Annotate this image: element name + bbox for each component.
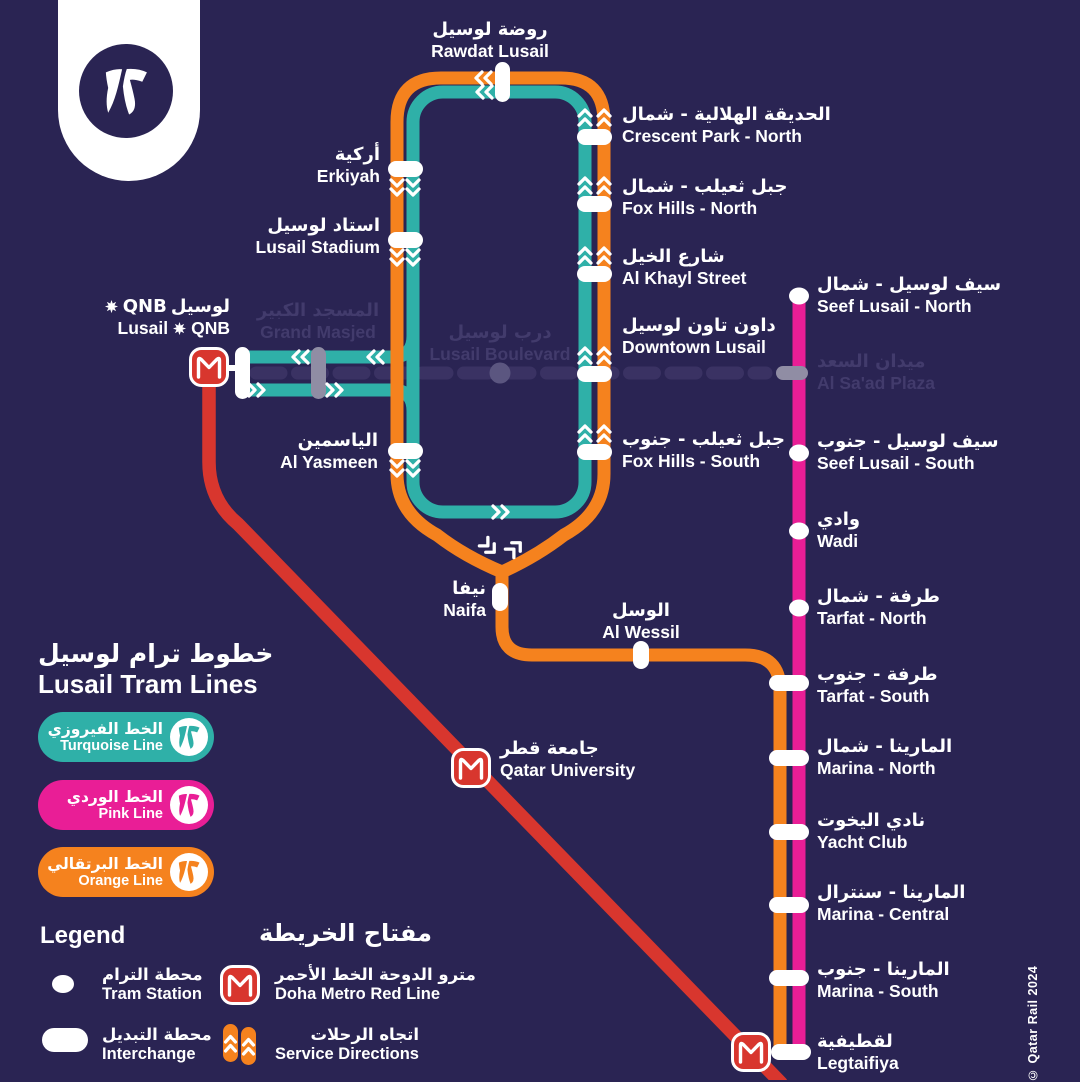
station-marker-tarfat-north	[789, 599, 809, 617]
qatar-rail-logo	[58, 0, 200, 181]
station-marker-al-wessil	[633, 641, 649, 669]
copyright-text: © Qatar Rail 2024	[1026, 965, 1040, 1082]
tram-station-icon	[52, 975, 74, 993]
station-marker-lusail-boulevard	[489, 362, 511, 384]
service-directions-icon	[223, 1024, 256, 1065]
station-label-fox-hills-south: جبل ثعيلب - جنوب Fox Hills - South	[622, 429, 786, 471]
station-label-legtaifiya: لقطيفية Legtaifiya	[817, 1031, 899, 1073]
station-label-marina-south: المارينا - جنوب Marina - South	[817, 959, 950, 1001]
station-label-tarfat-north: طرفة - شمال Tarfat - North	[817, 586, 941, 628]
legend-service-directions: اتجاه الرحلات Service Directions	[275, 1025, 419, 1063]
station-marker-crescent-park-north	[577, 129, 612, 145]
station-marker-al-saad-plaza	[776, 366, 808, 380]
legend-heading: Legend	[40, 922, 126, 949]
station-label-tarfat-south: طرفة - جنوب Tarfat - South	[817, 664, 938, 706]
station-label-fox-hills-north: جبل ثعيلب - شمال Fox Hills - North	[622, 176, 788, 218]
station-label-erkiyah: أركية Erkiyah	[316, 144, 380, 186]
station-marker-lusail-stadium	[388, 232, 423, 248]
doha-metro-icon	[220, 965, 260, 1005]
qnb-logo-icon	[104, 299, 118, 314]
qnb-logo-icon	[173, 321, 187, 335]
tram-lines-heading: خطوط ترام لوسيل Lusail Tram Lines	[38, 639, 274, 699]
station-label-qatar-university: جامعة قطر Qatar University	[500, 738, 636, 780]
station-marker-seef-lusail-north	[789, 287, 809, 305]
metro-icon-qatar-university	[450, 747, 492, 789]
station-marker-fox-hills-south	[577, 444, 612, 460]
station-marker-lusail-qnb	[235, 347, 250, 399]
legend-tram-station: محطة الترام Tram Station	[102, 965, 203, 1003]
station-label-grand-masjed: المسجد الكبير Grand Masjed	[256, 300, 380, 342]
legend-pink-line: الخط الوردي Pink Line	[38, 780, 214, 830]
station-marker-marina-south	[769, 970, 809, 986]
station-label-lusail-boulevard: درب لوسيل Lusail Boulevard	[429, 322, 571, 364]
station-marker-rawdat-lusail	[495, 62, 510, 102]
pink-line-icon	[170, 786, 208, 824]
station-label-seef-lusail-south: سيف لوسيل - جنوب Seef Lusail - South	[817, 431, 999, 473]
station-label-rawdat-lusail: روضة لوسيل Rawdat Lusail	[431, 19, 549, 61]
station-marker-wadi	[789, 522, 809, 540]
station-marker-al-khayl-street	[577, 266, 612, 282]
station-label-seef-lusail-north: سيف لوسيل - شمال Seef Lusail - North	[817, 274, 1002, 316]
station-label-al-khayl-street: شارع الخيل Al Khayl Street	[622, 246, 747, 288]
station-label-al-wessil: الوسل Al Wessil	[602, 600, 680, 642]
station-marker-marina-central	[769, 897, 809, 913]
station-label-al-saad-plaza: ميدان السعد Al Sa'ad Plaza	[817, 351, 935, 393]
station-label-yacht-club: نادي اليخوت Yacht Club	[817, 810, 926, 852]
station-label-naifa: نيفا Naifa	[443, 578, 486, 620]
station-marker-tarfat-south	[769, 675, 809, 691]
qatar-rail-logo-icon	[79, 44, 173, 138]
station-marker-downtown-lusail	[577, 366, 612, 382]
metro-icon-legtaifiya	[730, 1031, 772, 1073]
orange-line-icon	[170, 853, 208, 891]
legend-orange-line: الخط البرتقالي Orange Line	[38, 847, 214, 897]
turquoise-line-loop	[406, 85, 592, 519]
station-label-marina-north: المارينا - شمال Marina - North	[817, 736, 953, 778]
station-marker-grand-masjed	[311, 347, 326, 399]
interchange-icon	[42, 1028, 88, 1052]
orange-line	[390, 71, 787, 1059]
station-markers	[212, 62, 811, 1060]
station-label-marina-central: المارينا - سنترال Marina - Central	[817, 882, 966, 924]
legend-turquoise-line: الخط الفيروزي Turquoise Line	[38, 712, 214, 762]
station-label-wadi: وادي Wadi	[817, 509, 861, 551]
station-marker-yacht-club	[769, 824, 809, 840]
station-marker-naifa	[492, 583, 508, 611]
station-marker-legtaifiya	[771, 1044, 811, 1060]
station-label-al-yasmeen: الياسمين Al Yasmeen	[280, 430, 378, 472]
station-marker-fox-hills-north	[577, 196, 612, 212]
station-label-crescent-park-north: الحديقة الهلالية - شمال Crescent Park - …	[622, 104, 831, 146]
station-marker-marina-north	[769, 750, 809, 766]
station-label-downtown-lusail: داون تاون لوسيل Downtown Lusail	[622, 315, 776, 357]
metro-icon-lusail-qnb	[188, 346, 230, 388]
doha-metro-red-line	[202, 360, 788, 1080]
station-label-lusail-stadium: استاد لوسيل Lusail Stadium	[255, 215, 380, 257]
station-marker-erkiyah	[388, 161, 423, 177]
turquoise-line-icon	[170, 718, 208, 756]
legend-interchange: محطة التبديل Interchange	[102, 1025, 212, 1063]
station-marker-seef-lusail-south	[789, 444, 809, 462]
map-key-heading: مفتاح الخريطة	[258, 919, 432, 947]
station-marker-al-yasmeen	[388, 443, 423, 459]
legend-doha-metro: مترو الدوحة الخط الأحمر Doha Metro Red L…	[275, 965, 476, 1003]
